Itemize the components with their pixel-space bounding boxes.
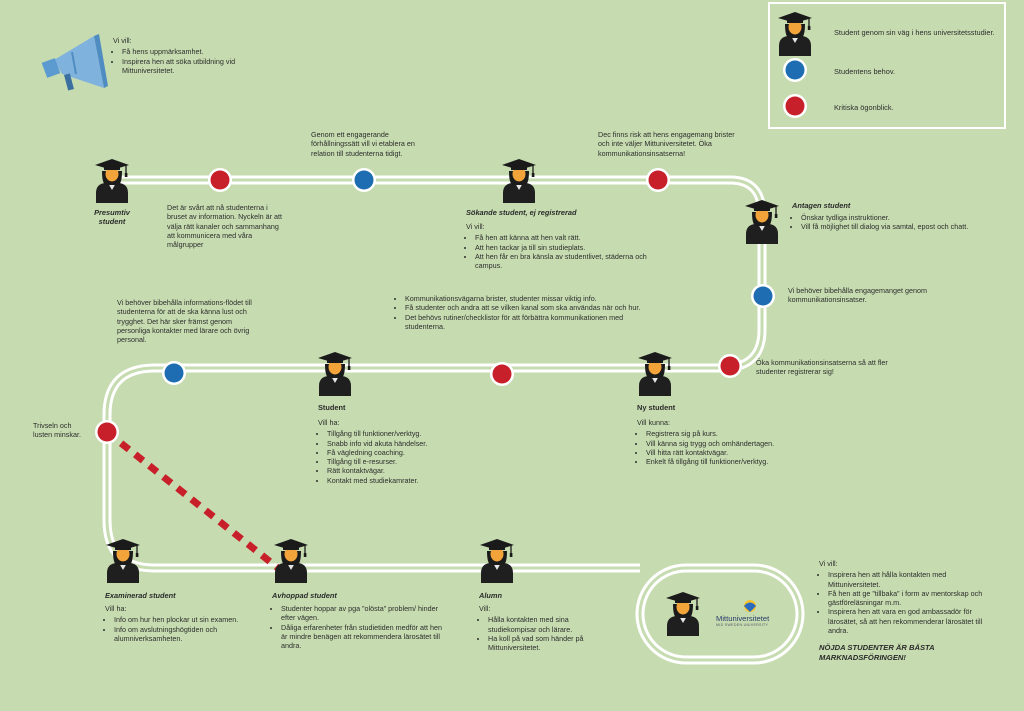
station-sokande: Sökande student, ej registrerad Vi vill:…: [466, 208, 654, 270]
graduate-icon: [479, 538, 515, 584]
station-alumn: Alumn Vill: Hålla kontakten med sina stu…: [479, 591, 599, 652]
critical-moment-text-4: Kommunikationsvägarna brister, studenter…: [396, 294, 654, 331]
student-need-dot: [352, 168, 376, 192]
need-text-1: Genom ett engagerande förhållningssätt v…: [311, 130, 415, 158]
critical-moment-dot: [95, 420, 119, 444]
legend-needs-label: Studentens behov.: [834, 67, 896, 76]
graduate-icon: [637, 351, 673, 397]
final-slogan: NÖJDA STUDENTER ÄR BÄSTA MARKNADSFÖRINGE…: [819, 643, 935, 663]
student-need-dot: [751, 284, 775, 308]
station-examinerad: Examinerad student Vill ha: Info om hur …: [105, 591, 265, 643]
station-presumtiv-title: Presumtiv student: [94, 208, 130, 226]
student-need-dot: [162, 361, 186, 385]
university-logo-icon: [744, 600, 756, 612]
station-avhoppad: Avhoppad student Studenter hoppar av pga…: [272, 591, 450, 650]
critical-moment-dot: [208, 168, 232, 192]
legend-student-label: Student genom sin väg i hens universitet…: [834, 28, 995, 37]
graduate-icon: [665, 591, 701, 637]
critical-moment-dot: [490, 362, 514, 386]
critical-moment-dot: [718, 354, 742, 378]
graduate-icon: [744, 199, 780, 245]
critical-moment-text-5: Trivseln och lusten minskar.: [33, 421, 81, 440]
megaphone-text: Vi vill: Få hens uppmärksamhet. Inspirer…: [113, 36, 253, 75]
critical-moment-dot: [646, 168, 670, 192]
station-ny-student: Ny student Vill kunna: Registrera sig på…: [637, 403, 787, 466]
station-antagen: Antagen student Önskar tydliga instrukti…: [792, 201, 972, 232]
university-logo: Mittuniversitetet MID SWEDEN UNIVERSITY: [716, 614, 770, 627]
critical-moment-text-2: Dec finns risk att hens engagemang brist…: [598, 130, 735, 158]
graduate-icon: [317, 351, 353, 397]
station-student: Student Vill ha: Tillgång till funktione…: [318, 403, 468, 485]
need-text-2: Vi behöver bibehålla engagemanget genom …: [788, 286, 927, 305]
dropout-dashed-line: [104, 429, 281, 571]
megaphone-icon: [41, 34, 108, 91]
need-text-3: Vi behöver bibehålla informations-flödet…: [117, 298, 252, 345]
final-goals: Vi vill: Inspirera hen att hålla kontakt…: [819, 559, 991, 663]
graduate-icon: [273, 538, 309, 584]
legend-box: Student genom sin väg i hens universitet…: [768, 2, 1006, 129]
legend-critical-label: Kritiska ögonblick.: [834, 103, 894, 112]
critical-moment-text-1: Det är svårt att nå studenterna i bruset…: [167, 203, 283, 250]
critical-moment-text-3: Öka kommunikationsinsatserna så att fler…: [756, 358, 888, 377]
